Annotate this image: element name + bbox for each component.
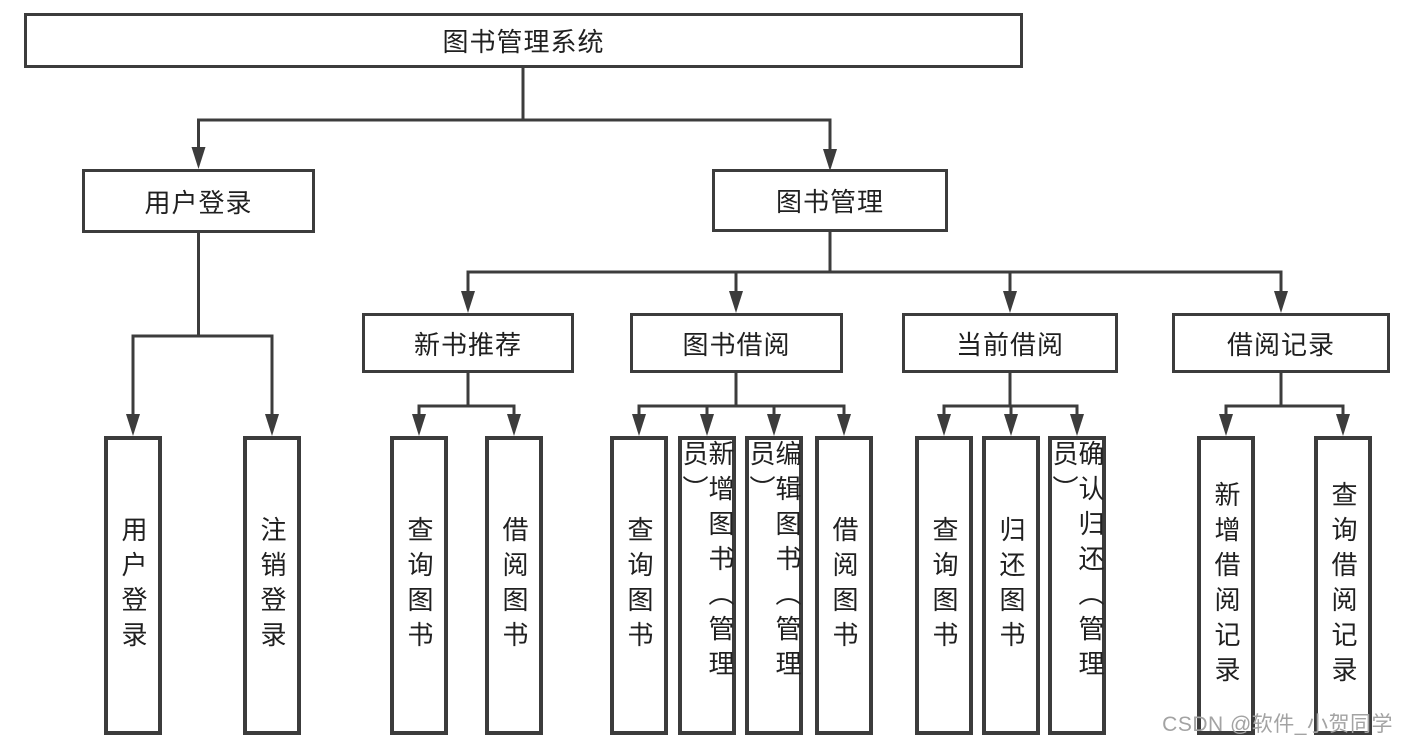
leaf-label: 借阅图书	[829, 515, 859, 656]
leaf-label: 查询借阅记录	[1328, 480, 1358, 691]
edge-book-borrowing-to-leaves	[632, 373, 851, 436]
node-label: 图书借阅	[682, 329, 791, 360]
leaf-label: 编辑图书（管理员）	[746, 440, 802, 685]
leaf-borrow-books-borrowing: 借阅图书	[815, 436, 873, 735]
leaf-add-borrow-record: 新增借阅记录	[1197, 436, 1255, 735]
leaf-label: 新增借阅记录	[1211, 480, 1241, 691]
node-current-borrowing: 当前借阅	[902, 313, 1118, 373]
node-label: 当前借阅	[955, 329, 1064, 360]
leaf-borrow-books-recommend: 借阅图书	[485, 436, 543, 735]
node-book-management: 图书管理	[712, 169, 948, 232]
leaf-confirm-return-admin: 确认归还（管理员）	[1048, 436, 1106, 735]
edge-current-borrowing-to-leaves	[937, 373, 1084, 436]
edge-book-management-to-level3	[461, 232, 1288, 313]
leaf-query-borrow-record: 查询借阅记录	[1314, 436, 1372, 735]
node-label: 用户登录	[144, 187, 253, 218]
node-library-management-system: 图书管理系统	[24, 13, 1023, 68]
leaf-return-book: 归还图书	[982, 436, 1040, 735]
node-label: 新书推荐	[413, 329, 522, 360]
node-new-book-recommendation: 新书推荐	[362, 313, 574, 373]
leaf-label: 用户登录	[118, 515, 148, 656]
leaf-edit-book-admin: 编辑图书（管理员）	[745, 436, 803, 735]
node-label: 借阅记录	[1226, 329, 1335, 360]
leaf-query-books-recommend: 查询图书	[390, 436, 448, 735]
leaf-logout-login: 注销登录	[243, 436, 301, 735]
leaf-label: 查询图书	[404, 515, 434, 656]
leaf-label: 注销登录	[257, 515, 287, 656]
node-label: 图书管理系统	[442, 27, 605, 57]
leaf-query-books-borrowing: 查询图书	[610, 436, 668, 735]
node-borrowing-records: 借阅记录	[1172, 313, 1390, 373]
node-user-login: 用户登录	[82, 169, 315, 233]
edge-new-book-recommendation-to-leaves	[412, 373, 521, 436]
leaf-user-login: 用户登录	[104, 436, 162, 735]
csdn-watermark: CSDN @软件_小贺同学	[1162, 713, 1393, 736]
leaf-label: 确认归还（管理员）	[1049, 440, 1105, 685]
leaf-label: 归还图书	[996, 515, 1026, 656]
node-book-borrowing: 图书借阅	[630, 313, 843, 373]
leaf-add-book-admin: 新增图书（管理员）	[678, 436, 736, 735]
leaf-query-books-current: 查询图书	[915, 436, 973, 735]
node-label: 图书管理	[775, 187, 884, 217]
leaf-label: 查询图书	[929, 515, 959, 656]
leaf-label: 新增图书（管理员）	[679, 440, 735, 685]
edge-borrowing-records-to-leaves	[1219, 373, 1350, 436]
edge-user-login-to-leaves	[126, 233, 279, 436]
edge-root-to-level2	[191, 68, 837, 171]
leaf-label: 借阅图书	[499, 515, 529, 656]
leaf-label: 查询图书	[624, 515, 654, 656]
